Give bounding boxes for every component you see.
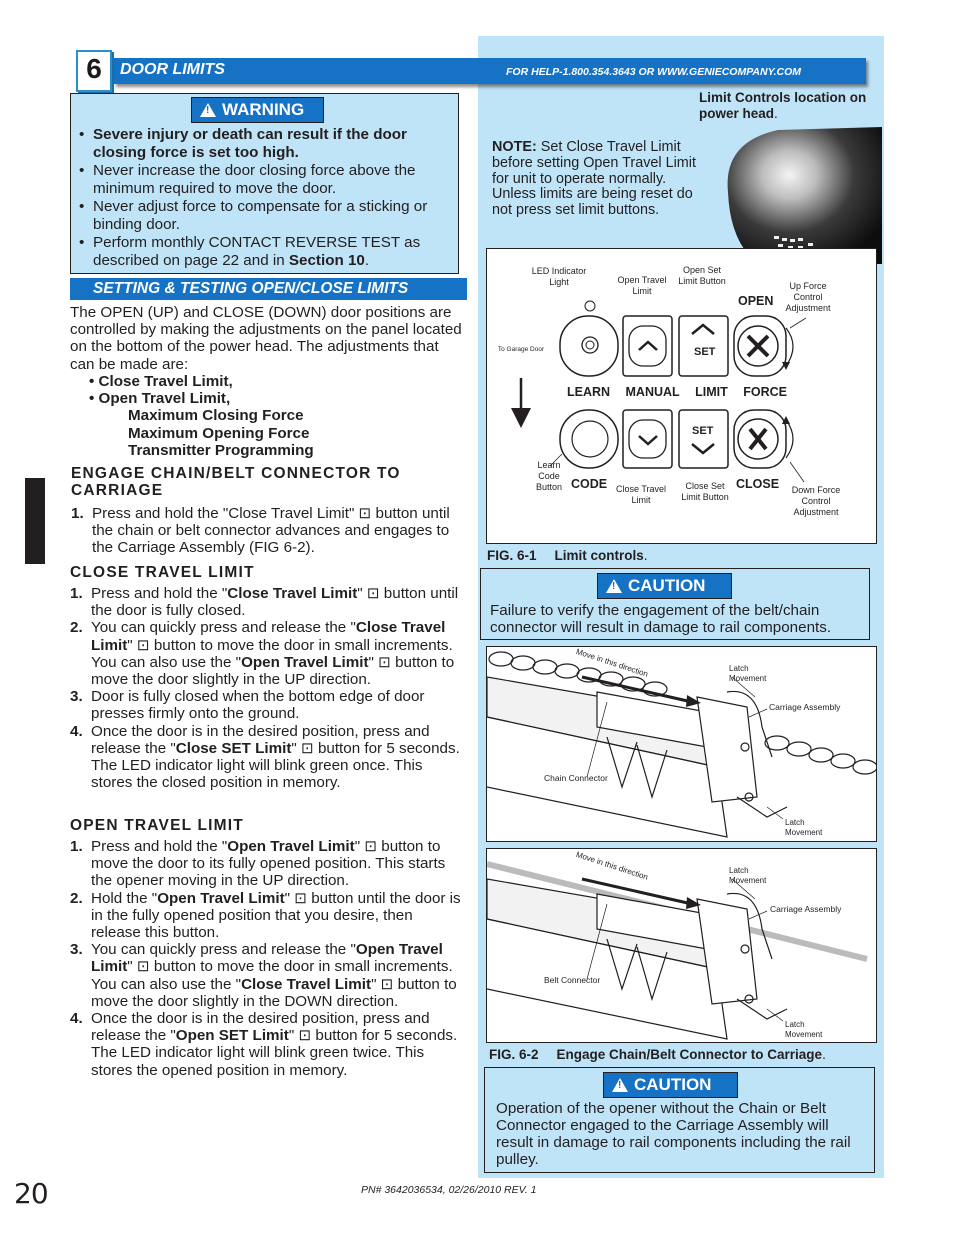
learn-code-label: Learn Code Button — [535, 460, 563, 492]
up-force-label: Up Force Control Adjustment — [785, 281, 831, 313]
carriage-label: Carriage Assembly — [769, 702, 841, 712]
step-item: 1.Press and hold the "Close Travel Limit… — [71, 505, 450, 557]
warning-list: Severe injury or death can result if the… — [79, 126, 451, 270]
warning-badge: ! WARNING — [191, 97, 324, 123]
chain-connector-label: Chain Connector — [544, 773, 608, 783]
step-item: 2.Hold the "Open Travel Limit" ⊡ button … — [70, 889, 461, 942]
code-label: CODE — [571, 477, 608, 491]
help-line: FOR HELP-1.800.354.3643 OR WWW.GENIECOMP… — [506, 66, 802, 78]
caution-badge-label: CAUTION — [628, 576, 706, 595]
open-label: OPEN — [738, 294, 774, 308]
to-garage-label: To Garage Door — [497, 346, 545, 353]
warning-item: Never increase the door closing force ab… — [79, 162, 451, 198]
down-force-label: Down Force Control Adjustment — [791, 485, 841, 517]
fig-6-2-chain — [486, 646, 877, 842]
carriage-label: Carriage Assembly — [770, 904, 842, 914]
step-item: 3.Door is fully closed when the bottom e… — [70, 688, 425, 723]
close-travel-label: Close Travel Limit — [615, 484, 667, 505]
setting-bar — [70, 278, 467, 300]
chain-connector-drawing — [487, 651, 876, 838]
adjustment-item: Transmitter Programming — [128, 441, 314, 459]
fig-6-1 — [486, 248, 877, 544]
step-item: 2.You can quickly press and release the … — [70, 619, 455, 689]
setting-intro: The OPEN (UP) and CLOSE (DOWN) door posi… — [70, 304, 462, 373]
warning-item: Never adjust force to compensate for a s… — [79, 198, 451, 234]
open-set-label: Open Set Limit Button — [678, 265, 726, 286]
caution-icon: ! — [612, 1078, 628, 1092]
page-number: 20 — [14, 1177, 49, 1210]
warning-icon: ! — [200, 103, 216, 117]
setting-title: SETTING & TESTING OPEN/CLOSE LIMITS — [93, 280, 409, 297]
close-limit-heading: CLOSE TRAVEL LIMIT — [70, 564, 255, 581]
caution-badge-label: CAUTION — [634, 1075, 712, 1094]
close-set-label: Close Set Limit Button — [681, 481, 729, 502]
caution-text-2: Operation of the opener without the Chai… — [496, 1100, 851, 1168]
warning-item: Severe injury or death can result if the… — [79, 126, 451, 162]
step-item: 1.Press and hold the "Close Travel Limit… — [70, 585, 459, 620]
belt-connector-drawing — [487, 861, 868, 1040]
note-text: NOTE: Set Close Travel Limit before sett… — [492, 139, 696, 219]
section-number-box — [76, 50, 112, 92]
fig-6-2-belt — [486, 848, 877, 1043]
led-label: LED Indicator Light — [531, 266, 587, 287]
step-item: 3.You can quickly press and release the … — [70, 941, 457, 1010]
section-number: 6 — [86, 53, 102, 84]
caution-badge-2: ! CAUTION — [603, 1072, 738, 1098]
adjustments-list: • Close Travel Limit, • Open Travel Limi… — [89, 373, 314, 459]
step-item: 4.Once the door is in the desired positi… — [70, 1010, 458, 1079]
section-title: DOOR LIMITS — [120, 61, 225, 78]
belt-connector-label: Belt Connector — [544, 975, 601, 985]
side-tab — [25, 478, 45, 564]
warning-item: Perform monthly CONTACT REVERSE TEST as … — [79, 234, 451, 270]
caution-text-1: Failure to verify the engagement of the … — [490, 602, 832, 636]
close-label: CLOSE — [736, 477, 780, 491]
part-number: PN# 3642036534, 02/26/2010 REV. 1 — [361, 1184, 537, 1196]
adjustment-item: Maximum Opening Force — [128, 424, 310, 442]
warning-badge-label: WARNING — [222, 100, 305, 119]
open-travel-label: Open Travel Limit — [617, 275, 667, 296]
engage-heading: ENGAGE CHAIN/BELT CONNECTOR TO CARRIAGE — [71, 465, 401, 499]
step-item: 4.Once the door is in the desired positi… — [70, 722, 460, 792]
latch-label: Latch Movement — [729, 866, 767, 885]
step-item: 1.Press and hold the "Open Travel Limit"… — [70, 838, 446, 890]
close-limit-steps: 1.Press and hold the "Close Travel Limit… — [70, 585, 462, 791]
caution-badge-1: ! CAUTION — [597, 573, 732, 599]
latch-label-2: Latch Movement — [785, 818, 823, 837]
open-limit-steps: 1.Press and hold the "Open Travel Limit"… — [70, 838, 462, 1079]
location-caption: Limit Controls location on power head. — [699, 90, 867, 121]
header-bar — [114, 58, 866, 84]
caution-icon: ! — [606, 579, 622, 593]
adjustment-item: • Close Travel Limit, — [89, 373, 233, 390]
adjustment-item: Maximum Closing Force — [128, 407, 304, 425]
open-set-key: SET — [694, 346, 716, 358]
limit-panel-diagram — [511, 300, 807, 483]
latch-label: Latch Movement — [729, 664, 767, 683]
open-limit-heading: OPEN TRAVEL LIMIT — [70, 817, 244, 834]
adjustment-item: • Open Travel Limit, — [89, 390, 231, 408]
close-set-key: SET — [692, 425, 714, 437]
power-head-photo — [727, 127, 882, 264]
latch-label-2: Latch Movement — [785, 1020, 823, 1039]
engage-steps: 1.Press and hold the "Close Travel Limit… — [71, 505, 456, 557]
function-row-labels: LEARN MANUAL LIMIT FORCE — [567, 385, 787, 399]
